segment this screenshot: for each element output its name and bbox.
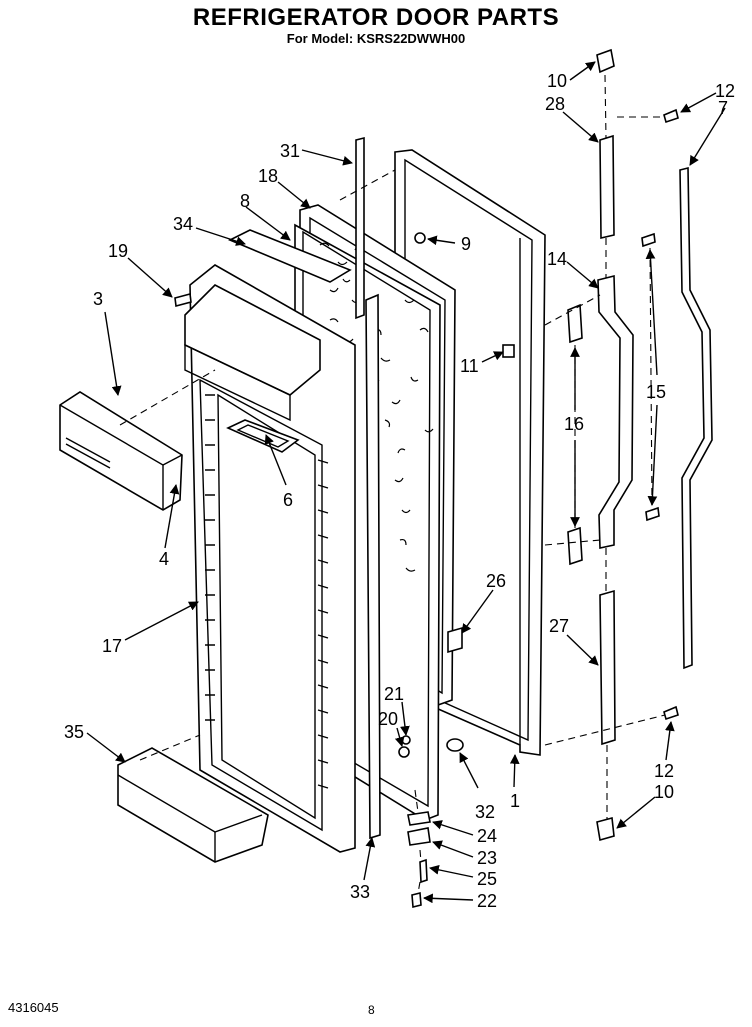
callout-22: 22	[477, 891, 497, 911]
callout-labels: 31 18 8 34 19 3 4 6 17 35 9 11 26 21 20 …	[64, 71, 735, 911]
dispenser-housing	[184, 229, 352, 422]
callout-32: 32	[475, 802, 495, 822]
door-side-strip	[365, 293, 381, 840]
callout-1: 1	[510, 791, 520, 811]
callout-26: 26	[486, 571, 506, 591]
callout-12-top: 12	[715, 81, 735, 101]
handle-assembly	[567, 48, 713, 842]
callout-9: 9	[461, 234, 471, 254]
door-inner-liner	[189, 264, 356, 853]
callout-25: 25	[477, 869, 497, 889]
callout-33: 33	[350, 882, 370, 902]
page-number: 8	[368, 1003, 375, 1017]
callout-15: 15	[646, 382, 666, 402]
model-subtitle: For Model: KSRS22DWWH00	[286, 31, 466, 46]
callout-19: 19	[108, 241, 128, 261]
dispenser-module-cover	[59, 391, 183, 511]
door-trim-strip	[355, 136, 365, 320]
callout-35: 35	[64, 722, 84, 742]
callout-11: 11	[460, 356, 479, 376]
callout-3: 3	[93, 289, 103, 309]
leader-lines	[86, 61, 726, 904]
callout-28: 28	[545, 94, 565, 114]
callout-4: 4	[159, 549, 169, 569]
callout-27: 27	[549, 616, 569, 636]
drip-tray	[226, 419, 300, 453]
callout-21: 21	[384, 684, 404, 704]
liner-shelf-ribs	[205, 394, 329, 789]
callout-18: 18	[258, 166, 278, 186]
callout-16: 16	[564, 414, 584, 434]
callout-23: 23	[477, 848, 497, 868]
callout-12-bottom: 12	[654, 761, 674, 781]
callout-14: 14	[547, 249, 567, 269]
document-number: 4316045	[8, 1000, 59, 1015]
callout-24: 24	[477, 826, 497, 846]
callout-17: 17	[102, 636, 122, 656]
callout-31: 31	[280, 141, 300, 161]
small-hardware	[174, 232, 515, 909]
callout-6: 6	[283, 490, 293, 510]
door-bin	[117, 747, 269, 863]
callout-34: 34	[173, 214, 193, 234]
callout-20: 20	[378, 709, 398, 729]
page-title: REFRIGERATOR DOOR PARTS	[192, 4, 560, 31]
callout-7: 7	[718, 98, 728, 118]
callout-8: 8	[240, 191, 250, 211]
callout-10-bottom: 10	[654, 782, 674, 802]
callout-10-top: 10	[547, 71, 567, 91]
